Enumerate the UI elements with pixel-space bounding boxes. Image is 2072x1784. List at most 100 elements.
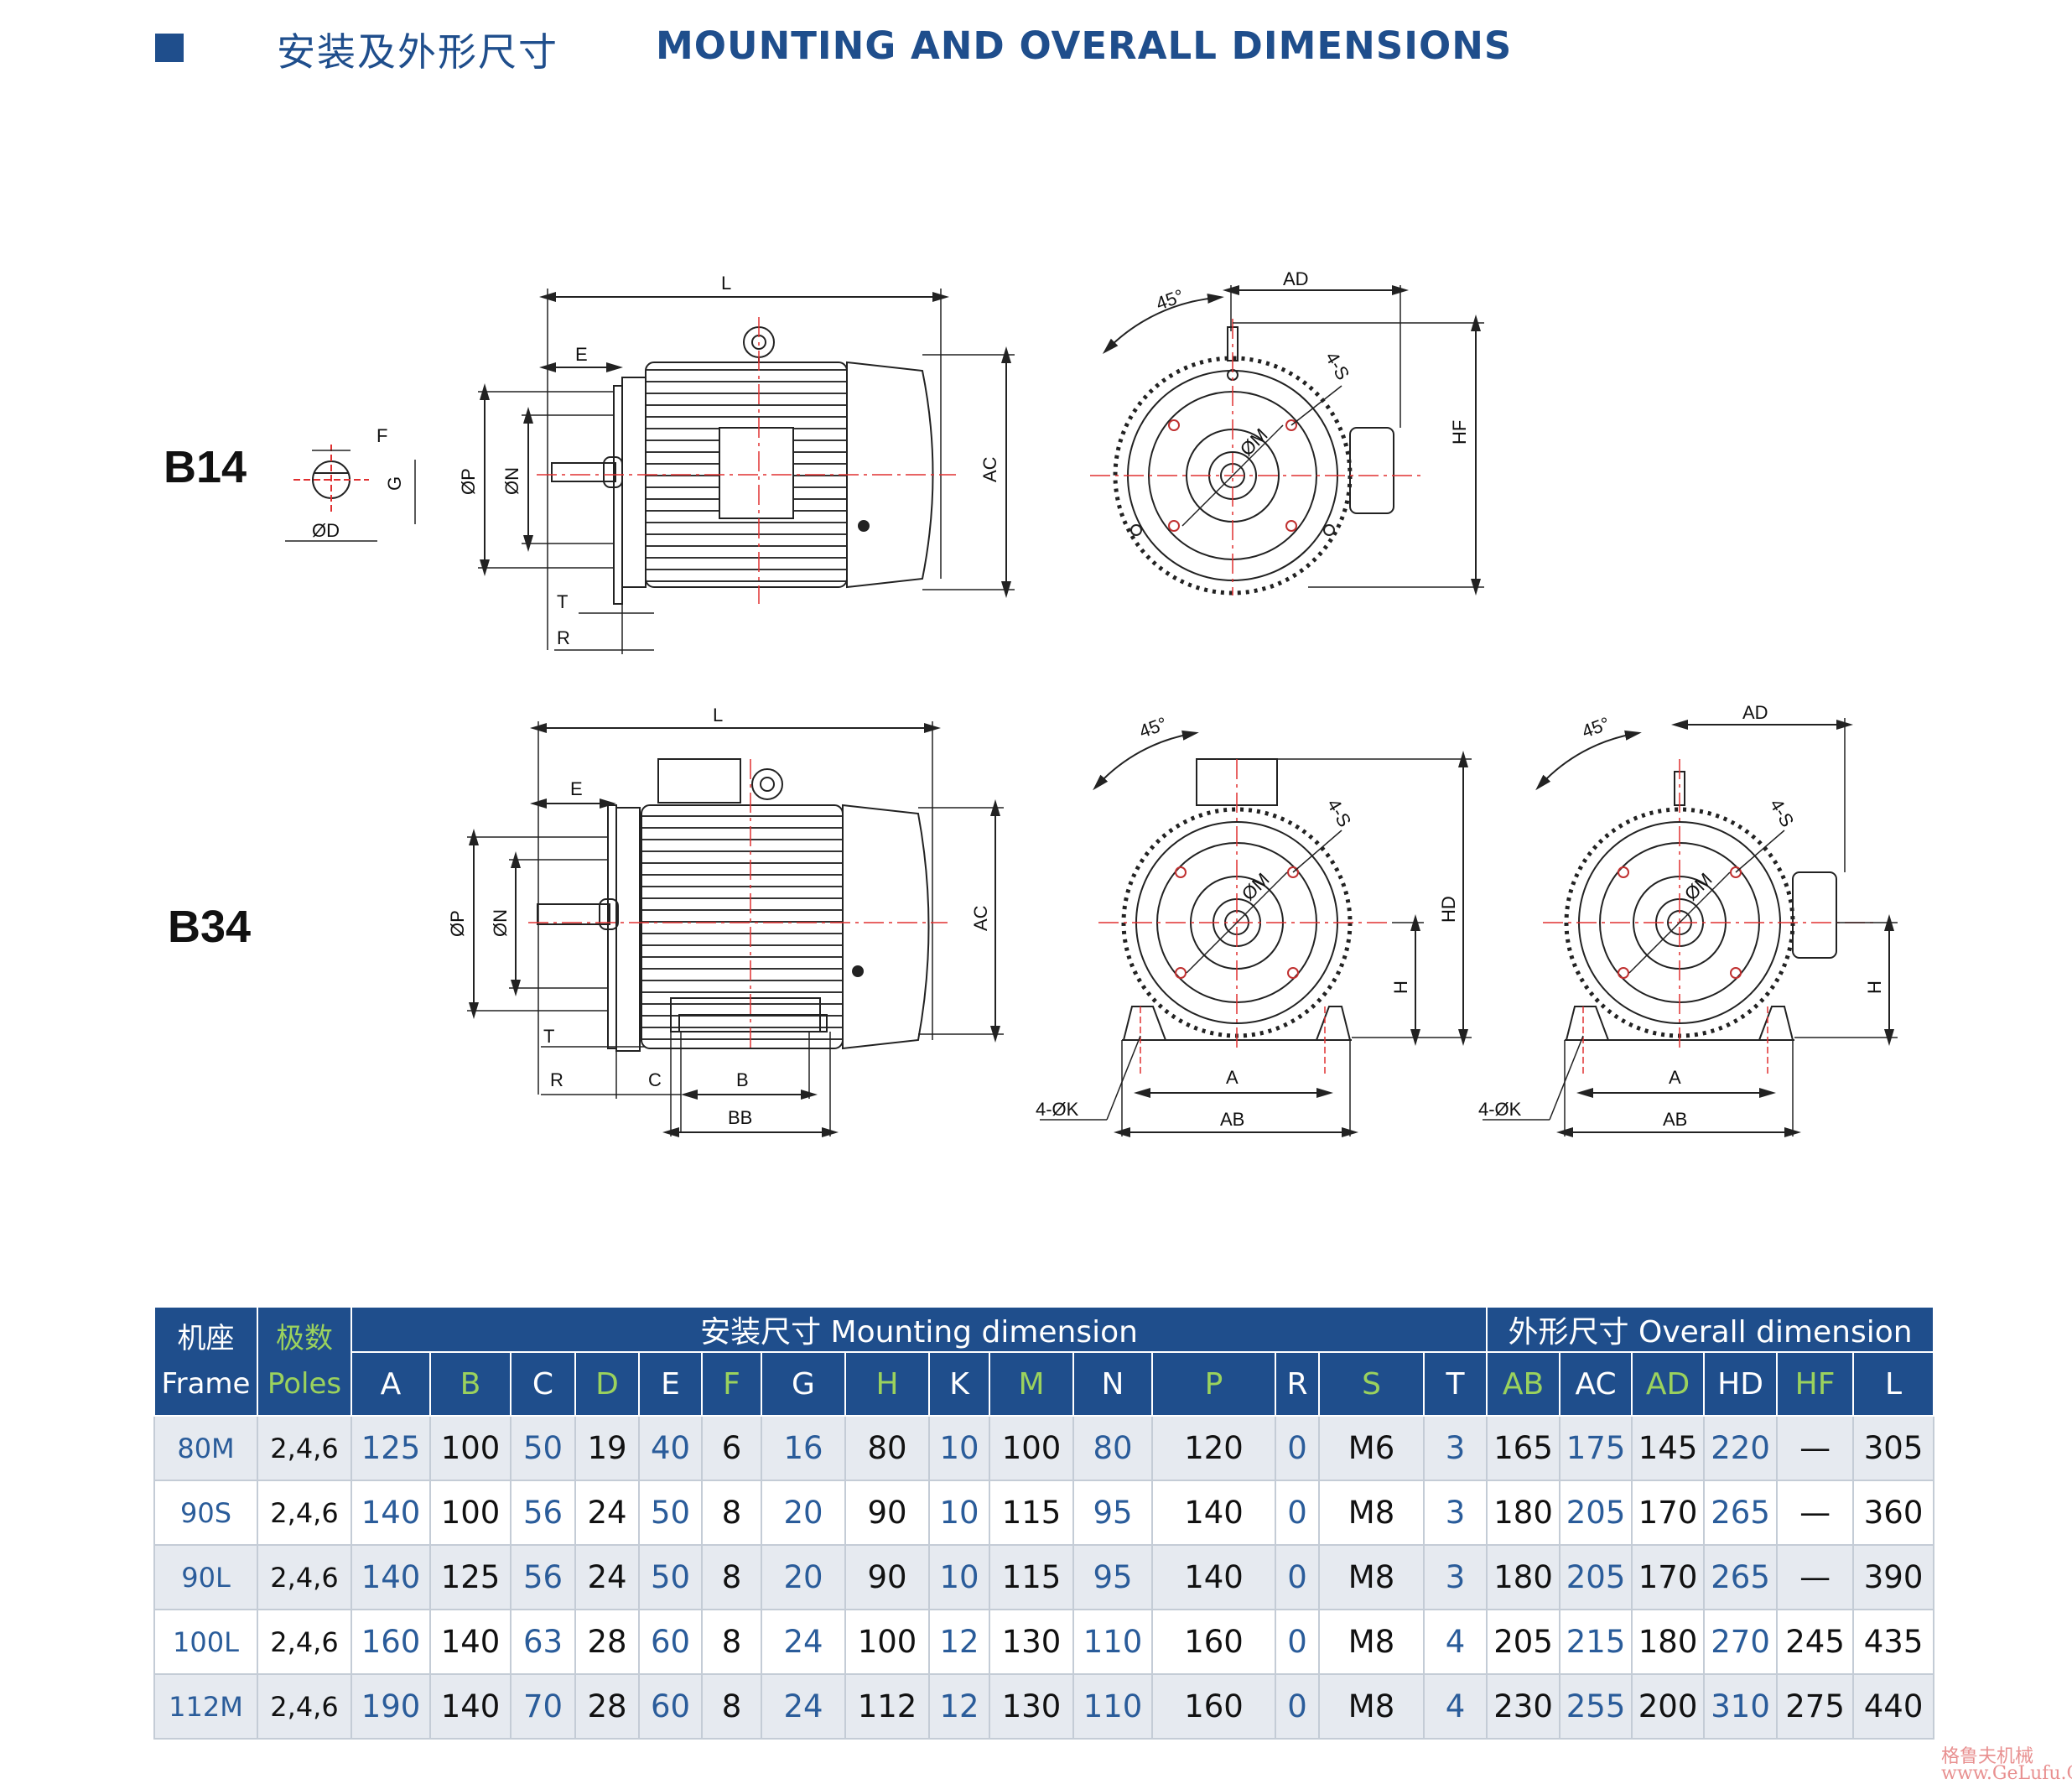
cell-H: 90 [844,1480,930,1546]
cell-A: 160 [351,1609,431,1675]
cell-F: 8 [701,1609,762,1675]
b34-dim-K: 4-ØK [1036,1099,1079,1120]
cell-AB: 180 [1486,1480,1561,1546]
col-header-AD: AD [1631,1351,1706,1417]
cell-frame: 100L [153,1609,258,1675]
cell-M: 130 [989,1673,1074,1740]
overall-dimension-header: 外形尺寸 Overall dimension [1486,1306,1935,1353]
cell-S: M8 [1318,1673,1425,1740]
cell-K: 10 [928,1480,990,1546]
b14-dim-N: ØN [501,467,522,495]
b14-dim-F: F [376,425,387,446]
col-header-P: P [1151,1351,1276,1417]
cell-AD: 170 [1631,1480,1706,1546]
cell-M: 100 [989,1415,1074,1481]
cell-AD: 145 [1631,1415,1706,1481]
b14-dim-P: ØP [458,468,479,495]
cell-L: 435 [1852,1609,1935,1675]
b14-side-labels: L E F G ØD ØP ØN AC T R B14 [164,273,1000,648]
dimension-drawings: L E F G ØD ØP ØN AC T R B14 [164,268,1898,1137]
col-header-N: N [1072,1351,1153,1417]
title-english: MOUNTING AND OVERALL DIMENSIONS [656,23,1513,68]
cell-C: 70 [510,1673,576,1740]
b34-dim-P: ØP [447,910,468,937]
b14-dim-T: T [557,591,568,612]
cell-B: 140 [429,1609,512,1675]
b34-dim-S: 4-S [1323,795,1356,830]
cell-A: 140 [351,1544,431,1610]
cell-poles: 2,4,6 [257,1415,352,1481]
col-header-D: D [574,1351,640,1417]
cell-poles: 2,4,6 [257,1609,352,1675]
cell-H: 80 [844,1415,930,1481]
dimension-table: 机座 Frame 极数 Poles 安装尺寸 Mounting dimensio… [153,1306,1935,1740]
cell-HF: 245 [1776,1609,1855,1675]
col-header-C: C [510,1351,576,1417]
b14-dim-L: L [721,273,731,294]
cell-AB: 165 [1486,1415,1561,1481]
col-header-A: A [351,1351,431,1417]
col-header-AC: AC [1559,1351,1633,1417]
cell-AC: 255 [1559,1673,1633,1740]
cell-L: 440 [1852,1673,1935,1740]
cell-HD: 310 [1703,1673,1779,1740]
b14-dim-G: G [384,476,405,491]
cell-C: 50 [510,1415,576,1481]
cell-HD: 220 [1703,1415,1779,1481]
cell-F: 6 [701,1415,762,1481]
cell-T: 3 [1422,1415,1488,1481]
cell-T: 4 [1422,1609,1488,1675]
cell-D: 28 [574,1609,640,1675]
cell-C: 56 [510,1480,576,1546]
cell-L: 390 [1852,1544,1935,1610]
cell-P: 120 [1151,1415,1276,1481]
col-header-AB: AB [1486,1351,1561,1417]
b34-front-view-left [1040,730,1472,1137]
cell-HD: 270 [1703,1609,1779,1675]
b14-dim-E: E [575,344,588,365]
col-header-G: G [761,1351,846,1417]
frame-header: 机座 Frame [153,1306,258,1417]
cell-R: 0 [1275,1480,1320,1546]
b34-model-label: B34 [168,902,251,952]
cell-B: 100 [429,1415,512,1481]
cell-E: 50 [638,1544,703,1610]
cell-poles: 2,4,6 [257,1544,352,1610]
cell-A: 140 [351,1480,431,1546]
cell-B: 125 [429,1544,512,1610]
cell-T: 4 [1422,1673,1488,1740]
b14-dim-HF: HF [1449,420,1470,445]
frame-header-cn: 机座 [177,1322,235,1355]
col-header-M: M [989,1351,1074,1417]
cell-H: 90 [844,1544,930,1610]
cell-E: 50 [638,1480,703,1546]
b34-dim-BB: BB [728,1107,752,1128]
b34-dim-angle: 45° [1136,713,1170,742]
cell-AD: 200 [1631,1673,1706,1740]
b14-dim-R: R [557,627,570,648]
cell-K: 10 [928,1544,990,1610]
b34-side-view [467,721,1004,1137]
cell-AC: 215 [1559,1609,1633,1675]
b14-side-view [285,289,1015,654]
cell-F: 8 [701,1544,762,1610]
cell-L: 305 [1852,1415,1935,1481]
cell-R: 0 [1275,1673,1320,1740]
cell-R: 0 [1275,1415,1320,1481]
b34r-dim-H: H [1864,980,1885,994]
b34-dim-H: H [1390,980,1411,994]
col-header-L: L [1852,1351,1935,1417]
b34-side-labels: L E ØP ØN AC T R C B BB B34 [168,705,991,1128]
cell-P: 140 [1151,1544,1276,1610]
col-header-H: H [844,1351,930,1417]
cell-K: 12 [928,1673,990,1740]
frame-header-en: Frame [161,1367,251,1401]
cell-HF: — [1776,1480,1855,1546]
poles-header-cn: 极数 [276,1322,333,1355]
cell-N: 95 [1072,1544,1153,1610]
cell-N: 110 [1072,1673,1153,1740]
b14-front-view [1090,285,1484,596]
cell-N: 95 [1072,1480,1153,1546]
